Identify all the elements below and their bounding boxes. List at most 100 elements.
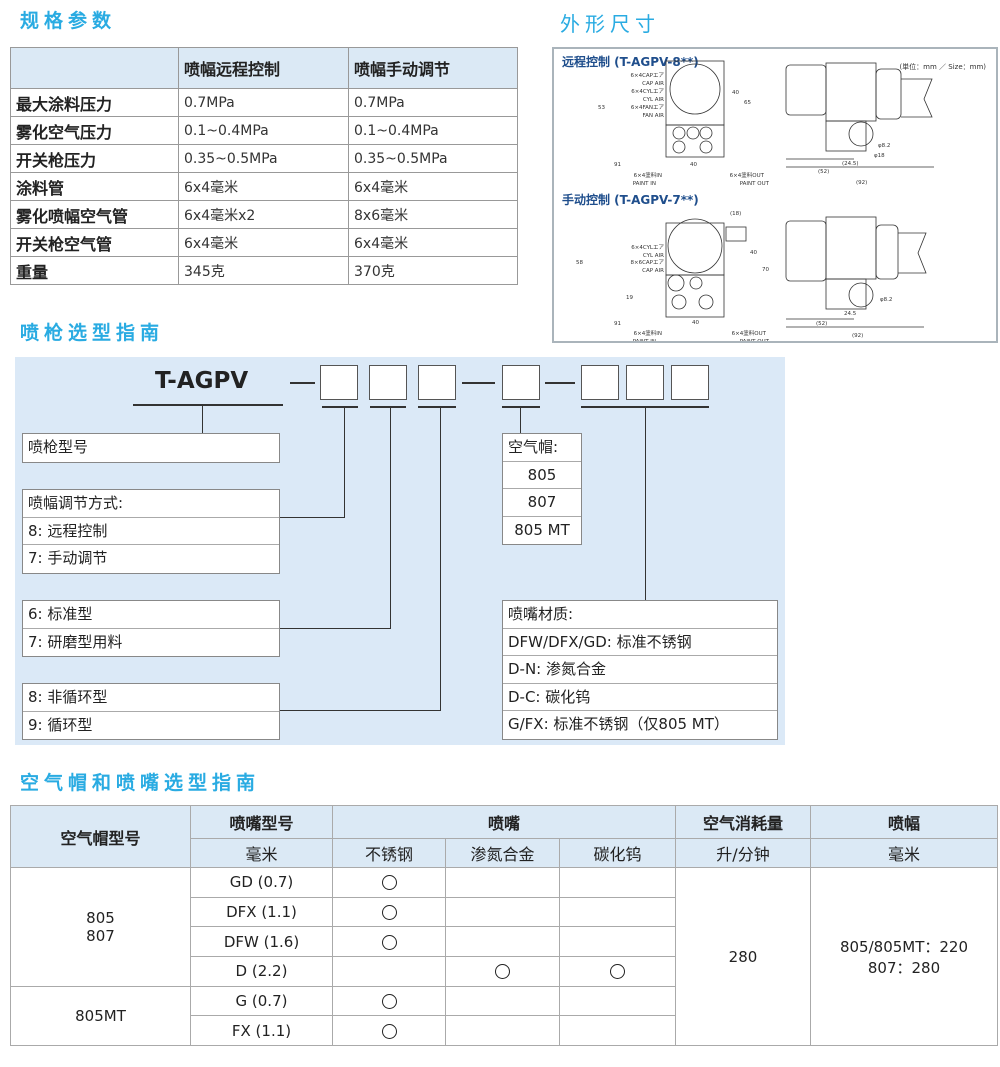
code-box-nozzle-2 — [626, 365, 664, 400]
dim-label: 53 — [598, 105, 605, 111]
material-cell — [559, 985, 676, 1017]
spec-value: 0.35~0.5MPa — [178, 144, 349, 173]
material-cell — [559, 1015, 676, 1047]
spec-header: 喷幅手动调节 — [348, 47, 518, 89]
code-box-nozzle-3 — [671, 365, 709, 400]
drawing-label: CYL AIR — [643, 97, 664, 103]
spec-value: 6x4毫米 — [178, 228, 349, 257]
nozzle-model: DFW (1.6) — [190, 926, 333, 958]
drawing-label: 6×4CYLエア — [631, 88, 664, 95]
dim-label: 65 — [744, 100, 751, 106]
available-mark-icon — [610, 964, 625, 980]
option-item: D-N: 渗氮合金 — [503, 656, 777, 684]
model-prefix: T-AGPV — [155, 368, 249, 394]
drawing-label: 6×4塗料IN — [634, 329, 662, 337]
gun-model-label: 喷枪型号 — [28, 438, 89, 456]
material-cell — [559, 867, 676, 898]
spec-label: 开关枪空气管 — [10, 228, 179, 257]
dim-label: 40 — [690, 162, 697, 168]
spec-value: 8x6毫米 — [348, 200, 518, 229]
spec-header: 喷幅远程控制 — [178, 47, 349, 89]
subheader: 毫米 — [190, 838, 333, 868]
spec-value: 6x4毫米 — [348, 228, 518, 257]
dim-label: 91 — [614, 162, 621, 168]
drawing-label: PAINT IN — [633, 339, 656, 341]
material-cell — [332, 985, 446, 1017]
option-item: 8: 非循环型 — [23, 684, 279, 712]
available-mark-icon — [381, 875, 397, 891]
material-cell — [445, 926, 560, 958]
drawing-label: CYL AIR — [643, 253, 664, 259]
header-nozzle: 喷嘴 — [332, 805, 676, 839]
option-item: 805 MT — [514, 520, 570, 539]
nozzle-model: G (0.7) — [190, 985, 333, 1017]
guide-title: 喷枪选型指南 — [20, 322, 165, 344]
drawing-label: FAN AIR — [643, 113, 665, 119]
dim-label: (24.5) — [842, 161, 859, 167]
spec-value: 0.1~0.4MPa — [348, 116, 518, 145]
spray-width: 805/805MT：220 807：280 — [810, 866, 998, 1047]
header-air: 空气消耗量 — [675, 805, 811, 839]
drawing-label: CAP AIR — [642, 81, 664, 87]
drawing-label: 8×6CAPエア — [630, 259, 664, 266]
available-mark-icon — [381, 1023, 397, 1039]
air-consumption: 280 — [675, 866, 811, 1047]
code-box-spray — [320, 365, 358, 400]
code-box-circulation — [418, 365, 456, 400]
manual-title: 手动控制 (T-AGPV-7**) — [562, 192, 699, 207]
dimension-drawing: 远程控制 (T-AGPV-8**) (単位：mm ／ Size：mm) 6×4C… — [552, 47, 998, 345]
table-row: DFW (1.6) — [11, 926, 998, 958]
option-heading: 喷嘴材质: — [503, 601, 777, 629]
dim-label: 40 — [732, 90, 739, 96]
spec-value: 6x4毫米 — [348, 172, 518, 201]
spec-value: 370克 — [348, 256, 518, 285]
cap-model: 805 807 — [10, 867, 191, 987]
drawing-label: 6×4塗料IN — [634, 171, 662, 179]
dim-label: 91 — [614, 321, 621, 327]
dims-title: 外形尺寸 — [560, 12, 660, 36]
option-item: 7: 手动调节 — [28, 549, 108, 567]
drawing-label: 6×4CYLエア — [631, 244, 664, 251]
spec-value: 0.7MPa — [178, 88, 349, 117]
dim-label: φ8.2 — [878, 143, 890, 149]
unit-label: (単位：mm ／ Size：mm) — [899, 62, 986, 71]
subheader: 不锈钢 — [332, 838, 446, 868]
spec-value: 6x4毫米 — [178, 172, 349, 201]
option-item: 8: 远程控制 — [23, 518, 279, 545]
dim-label: φ8.2 — [880, 297, 892, 303]
material-cell — [445, 867, 560, 898]
available-mark-icon — [381, 934, 397, 950]
available-mark-icon — [381, 994, 397, 1010]
selection-table: 空气帽型号 喷嘴型号 喷嘴 空气消耗量 喷幅 毫米 不锈钢 渗氮合金 碳化钨 升… — [10, 805, 998, 1047]
option-heading: 喷幅调节方式: — [23, 490, 279, 518]
option-heading: 空气帽: — [503, 434, 581, 462]
spray-option-box: 喷幅调节方式:8: 远程控制 7: 手动调节 — [22, 489, 280, 574]
material-cell — [332, 896, 446, 928]
drawing-label: 6×4FANエア — [631, 104, 665, 111]
table-row: DFX (1.1) — [11, 896, 998, 928]
drawing-label: CAP AIR — [642, 268, 664, 274]
material-cell — [445, 896, 560, 928]
subheader: 毫米 — [810, 838, 998, 868]
dim-label: 58 — [576, 260, 583, 266]
spec-label: 涂料管 — [10, 172, 179, 201]
option-item: D-C: 碳化钨 — [503, 684, 777, 711]
material-cell — [445, 956, 560, 987]
spec-value: 0.7MPa — [348, 88, 518, 117]
dim-label: (52) — [818, 169, 829, 175]
nozzle-model: D (2.2) — [190, 956, 333, 987]
remote-title: 远程控制 (T-AGPV-8**) — [562, 54, 699, 69]
gun-model-box: 喷枪型号 — [22, 433, 280, 463]
drawing-label: 6×4塗料OUT — [730, 171, 765, 179]
subheader: 升/分钟 — [675, 838, 811, 868]
drawing-label: 6×4CAPエア — [630, 72, 664, 79]
